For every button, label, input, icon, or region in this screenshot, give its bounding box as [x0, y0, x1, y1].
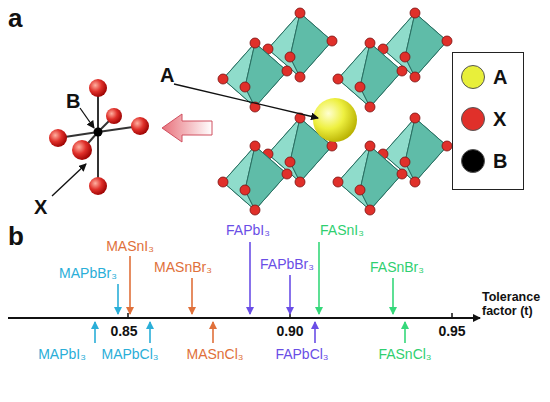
- legend-text: A: [493, 66, 507, 89]
- tick-label: 0.90: [276, 323, 303, 339]
- marker-arrows: [95, 242, 405, 343]
- legend-text: B: [493, 150, 507, 173]
- octahedra-front: [218, 38, 407, 215]
- compound-label: MASnCl₃: [186, 346, 243, 362]
- legend-swatch: [461, 107, 485, 131]
- compound-label: FASnCl₃: [378, 346, 431, 362]
- legend-swatch: [461, 149, 485, 173]
- part-label: X: [34, 196, 47, 219]
- part-label: B: [66, 90, 80, 113]
- bx6-octahedron: [58, 88, 140, 186]
- compound-label: FAPbBr₃: [260, 256, 314, 272]
- a-site-sphere: [313, 98, 357, 142]
- legend-box: AXB: [452, 52, 524, 190]
- compound-label: FAPbI₃: [226, 222, 270, 238]
- x-spheres: [49, 79, 149, 195]
- compound-label: MAPbCl₃: [101, 346, 158, 362]
- panel-letter: b: [8, 222, 24, 252]
- panel-letter: a: [8, 4, 22, 34]
- tick-label: 0.95: [438, 323, 465, 339]
- compound-label: FASnBr₃: [370, 259, 424, 275]
- compound-label: MAPbI₃: [38, 346, 86, 362]
- legend-text: X: [493, 108, 506, 131]
- compound-label: MASnI₃: [106, 238, 154, 254]
- axis: [8, 317, 480, 319]
- compound-label: MASnBr₃: [154, 259, 212, 275]
- legend-swatch: [461, 65, 485, 89]
- zoom-arrow: [162, 114, 212, 142]
- leader-line: [52, 164, 86, 196]
- compound-label: MAPbBr₃: [59, 265, 117, 281]
- part-label: A: [160, 64, 174, 87]
- leader-line: [80, 108, 94, 128]
- compound-label: FAPbCl₃: [275, 346, 328, 362]
- axis-title: Tolerance factor (t): [482, 290, 546, 319]
- compound-label: FASnI₃: [320, 222, 364, 238]
- leader-line: [174, 84, 318, 118]
- tick-label: 0.85: [110, 323, 137, 339]
